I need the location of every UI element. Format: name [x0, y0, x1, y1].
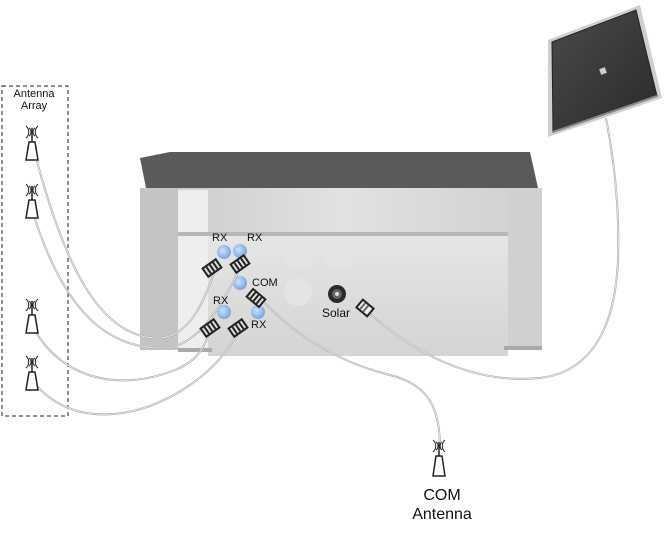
rx-label-top-right: RX	[247, 233, 262, 244]
device-enclosure	[140, 152, 542, 356]
antenna-array-title-line2: Array	[6, 100, 62, 112]
antenna-icon	[26, 126, 38, 160]
solar-panel-icon	[548, 5, 662, 137]
com-antenna-icon	[433, 440, 445, 476]
solar-port-label: Solar	[322, 307, 350, 319]
com-antenna-label: COM Antenna	[404, 486, 480, 524]
antenna-icon	[26, 184, 38, 218]
antenna-array-title-line1: Antenna	[6, 88, 62, 100]
antenna-icon	[26, 356, 38, 390]
com-antenna-label-line2: Antenna	[404, 505, 480, 524]
antenna-icon	[26, 299, 38, 333]
rx-label-top-left: RX	[212, 233, 227, 244]
com-port-label: COM	[252, 278, 278, 289]
rx-port-top-left	[217, 245, 231, 259]
rx-label-bottom-left: RX	[213, 296, 228, 307]
antenna-array-label: Antenna Array	[6, 88, 62, 112]
rx-label-bottom-right: RX	[251, 320, 266, 331]
com-antenna-label-line1: COM	[404, 486, 480, 505]
solar-port-icon	[328, 285, 346, 303]
